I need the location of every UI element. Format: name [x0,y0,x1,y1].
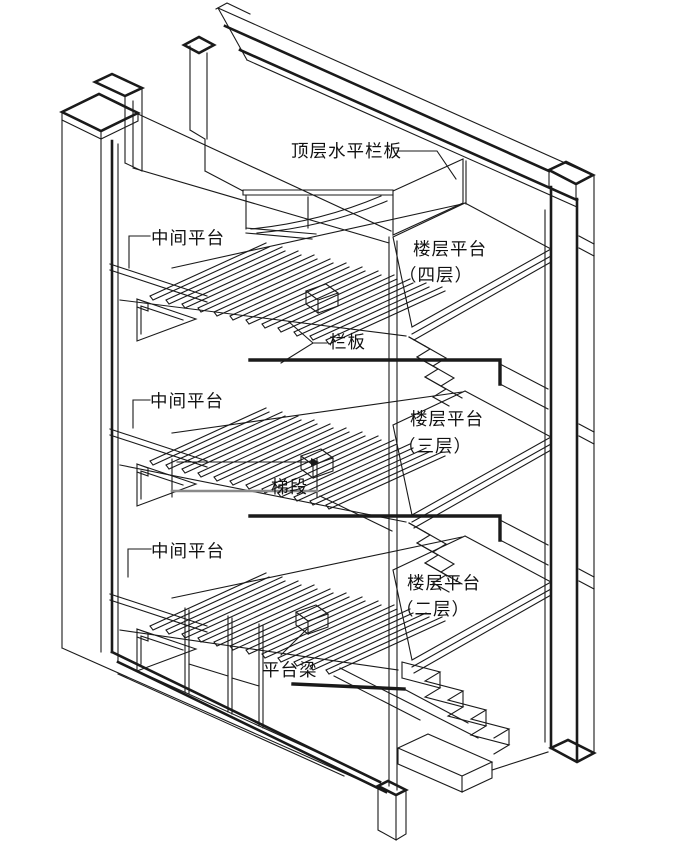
floor-slab-level2 [392,535,553,674]
leader-top-rail [396,150,457,180]
bottom-staircase [396,661,549,793]
label-floor-platform-3-level: （三层） [398,437,472,457]
intermediate-landing-upper [109,263,208,342]
text-labels: 顶层水平栏板 中间平台 楼层平台 （四层） 栏板 中间平台 楼层平台 （三层） … [150,142,487,681]
leader-mid-landing-upper [128,235,151,269]
ground-floor-structure [117,607,479,777]
intermediate-landing-middle [109,428,208,507]
label-intermediate-landing-middle: 中间平台 [150,392,224,412]
label-floor-platform-4-level: （四层） [399,266,473,286]
label-top-rail-panel: 顶层水平栏板 [291,142,402,162]
label-floor-platform-2-level: （二层） [396,600,470,620]
label-platform-beam: 平台梁 [262,661,318,681]
back-wall-strip [132,35,392,244]
label-floor-platform-3-name: 楼层平台 [410,410,484,430]
top-horizontal-rail-panel [242,158,467,240]
label-stair-flight: 梯段 [271,478,308,498]
top-wall-band [215,2,593,208]
label-railing-panel: 栏板 [329,333,366,353]
label-intermediate-landing-lower: 中间平台 [151,542,225,562]
intermediate-landing-lower [109,593,208,672]
label-intermediate-landing-upper: 中间平台 [151,229,225,249]
leader-platform-beam [280,628,308,656]
floor-slab-level4 [392,202,553,407]
label-floor-platform-2-name: 楼层平台 [407,574,481,594]
leader-mid-landing-lower [127,548,152,578]
annotations [127,150,457,656]
stair-flight-lower [149,572,446,675]
leader-mid-landing-middle [132,399,151,429]
label-floor-platform-4-name: 楼层平台 [413,240,487,260]
leader-railing-panel [280,321,328,364]
dimension-stair-flight [170,458,393,532]
railing-panel-edges [248,358,549,724]
right-wall [544,160,597,764]
